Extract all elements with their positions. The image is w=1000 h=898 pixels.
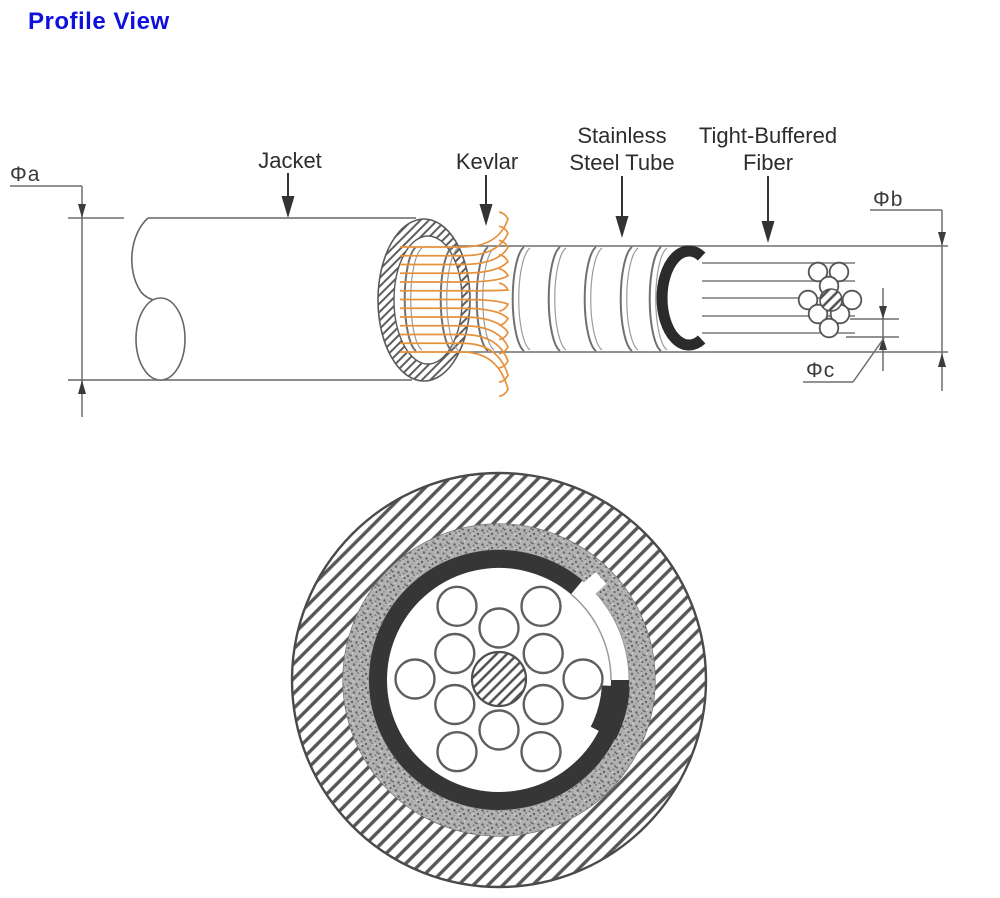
buffer-tube-ring bbox=[656, 245, 706, 351]
xs-tape-notch bbox=[577, 572, 607, 600]
xs-fiber-circle bbox=[478, 709, 520, 751]
cross-section-view bbox=[290, 471, 708, 889]
label-fiber-line2: Fiber bbox=[743, 150, 793, 175]
dim-a-arrow-up-icon bbox=[78, 380, 86, 394]
xs-fiber-circle bbox=[520, 585, 562, 627]
corrugation-arc bbox=[547, 246, 561, 352]
kevlar-strand bbox=[400, 298, 510, 313]
label-tube-line1: Stainless bbox=[577, 123, 666, 148]
xs-strength-member bbox=[470, 650, 528, 708]
xs-fiber-circle bbox=[522, 683, 564, 726]
xs-tube-seam-line bbox=[570, 593, 612, 681]
dimension-c: Φc bbox=[803, 288, 899, 383]
xs-fiber-circle bbox=[434, 632, 476, 675]
kevlar-strand bbox=[400, 225, 509, 257]
strength-member-end bbox=[819, 288, 843, 312]
xs-fiber-circle bbox=[562, 658, 604, 700]
xs-fiber-circle bbox=[522, 632, 564, 675]
xs-steel-tube-ring bbox=[369, 550, 629, 810]
fiber-end-circle bbox=[797, 289, 819, 311]
profile-view: Φa bbox=[10, 123, 948, 417]
fiber-end-circle bbox=[807, 261, 829, 283]
kevlar-strand bbox=[400, 307, 510, 327]
fiber-end-circle bbox=[807, 303, 829, 325]
fiber-bundle-end bbox=[797, 261, 863, 339]
kevlar-arrow-icon bbox=[479, 204, 493, 226]
tube-arrow-icon bbox=[615, 216, 629, 238]
corrugation-arc-echo bbox=[626, 247, 639, 351]
dimension-a: Φa bbox=[10, 163, 124, 417]
xs-fiber-circle bbox=[434, 683, 476, 726]
dim-c-arrow-down-icon bbox=[879, 306, 887, 319]
dim-a-arrow-down-icon bbox=[78, 204, 86, 218]
kevlar-strand bbox=[400, 351, 509, 398]
kevlar-strand bbox=[400, 342, 509, 384]
kevlar-strand bbox=[400, 211, 509, 248]
corrugation-arc bbox=[583, 246, 597, 352]
jacket-arrow-icon bbox=[281, 196, 295, 218]
part-labels: Jacket Kevlar Stainless Steel Tube Tight… bbox=[258, 123, 837, 243]
kevlar-strand bbox=[400, 253, 510, 275]
xs-fiber-circle bbox=[520, 731, 562, 773]
label-fiber-line1: Tight-Buffered bbox=[699, 123, 837, 148]
corrugation-arc bbox=[648, 246, 662, 352]
label-jacket: Jacket bbox=[258, 148, 322, 173]
corrugation-arc bbox=[619, 246, 633, 352]
corrugation-arc-echo bbox=[482, 247, 495, 351]
label-tube-line2: Steel Tube bbox=[569, 150, 674, 175]
xs-fiber-circle bbox=[478, 607, 520, 649]
cable-end-curl bbox=[135, 297, 186, 381]
jacket-cylinder bbox=[68, 217, 416, 381]
kevlar-strand bbox=[400, 239, 509, 266]
fiber-end-circle bbox=[828, 261, 850, 283]
corrugation-arc bbox=[511, 246, 525, 352]
kevlar-strand bbox=[400, 267, 510, 283]
fiber-end-circle bbox=[818, 317, 840, 339]
xs-fiber-circle bbox=[394, 658, 436, 700]
xs-kevlar-ring bbox=[343, 524, 655, 836]
dim-b-arrow-up-icon bbox=[938, 353, 946, 367]
corrugation-arc-echo bbox=[518, 247, 531, 351]
page-title: Profile View bbox=[28, 8, 170, 35]
kevlar-strands bbox=[400, 211, 510, 398]
corrugation-arc-echo bbox=[655, 247, 668, 351]
dim-c-label: Φc bbox=[806, 359, 835, 382]
dimension-b: Φb bbox=[870, 188, 946, 391]
xs-steel-tube-overlap bbox=[590, 684, 630, 740]
xs-fiber-circle bbox=[436, 585, 478, 627]
xs-fiber-cluster bbox=[394, 585, 604, 773]
dim-a-label: Φa bbox=[10, 163, 40, 186]
xs-fiber-circle bbox=[436, 731, 478, 773]
kevlar-strand bbox=[400, 324, 509, 355]
kevlar-strand bbox=[400, 282, 510, 292]
corrugation-arc-echo bbox=[554, 247, 567, 351]
kevlar-strand bbox=[400, 333, 509, 369]
dim-c-arrow-up-icon bbox=[879, 337, 887, 350]
dim-b-label: Φb bbox=[873, 188, 903, 211]
dim-b-arrow-down-icon bbox=[938, 232, 946, 246]
fiber-arrow-icon bbox=[761, 221, 775, 243]
corrugation-arc-echo bbox=[590, 247, 603, 351]
kevlar-strand bbox=[400, 316, 509, 341]
label-kevlar: Kevlar bbox=[456, 149, 518, 174]
